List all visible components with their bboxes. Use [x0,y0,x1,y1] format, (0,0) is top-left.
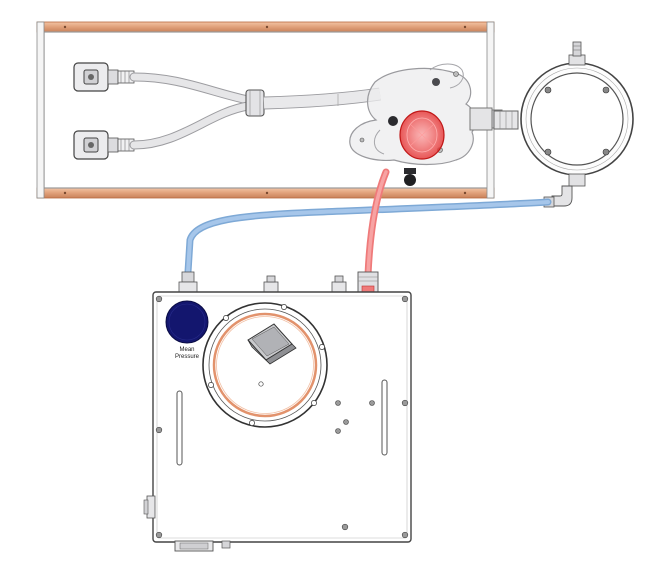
knob-label-line1: Mean [179,347,194,353]
piston-cap-icon [247,323,297,365]
knob-label-line2: Pressure [175,354,200,360]
housing-screws [155,295,409,539]
heart-screw-icon [432,78,440,86]
tube-junction-clamp [245,89,265,117]
upper-connector [73,62,135,92]
pump-inlet-blue-fitting [178,271,198,293]
side-port [143,495,156,519]
lower-connector [73,130,135,160]
heart-valve-icon [399,110,445,160]
pump-top-port-1 [263,275,279,293]
pump-chamber-window [202,302,328,428]
tubing [184,168,552,279]
valve-knob-icon [388,116,398,126]
mean-pressure-knob-icon[interactable] [165,300,209,344]
left-post [36,21,45,199]
lower-bolt-icon [404,168,416,186]
bottom-connector [174,540,231,552]
branch-tubes [129,72,253,150]
pump-outlet-red-fitting [357,271,379,295]
pump-top-port-2 [331,275,347,293]
tank-assembly [36,21,503,199]
pump-unit: Mean Pressure [143,271,412,552]
mounting-slots [176,379,388,466]
main-tube-inner [263,88,381,109]
bottom-rail [36,187,495,199]
compliance-chamber-icon [493,41,634,208]
rail-screws [63,25,467,195]
top-rail [36,21,495,33]
